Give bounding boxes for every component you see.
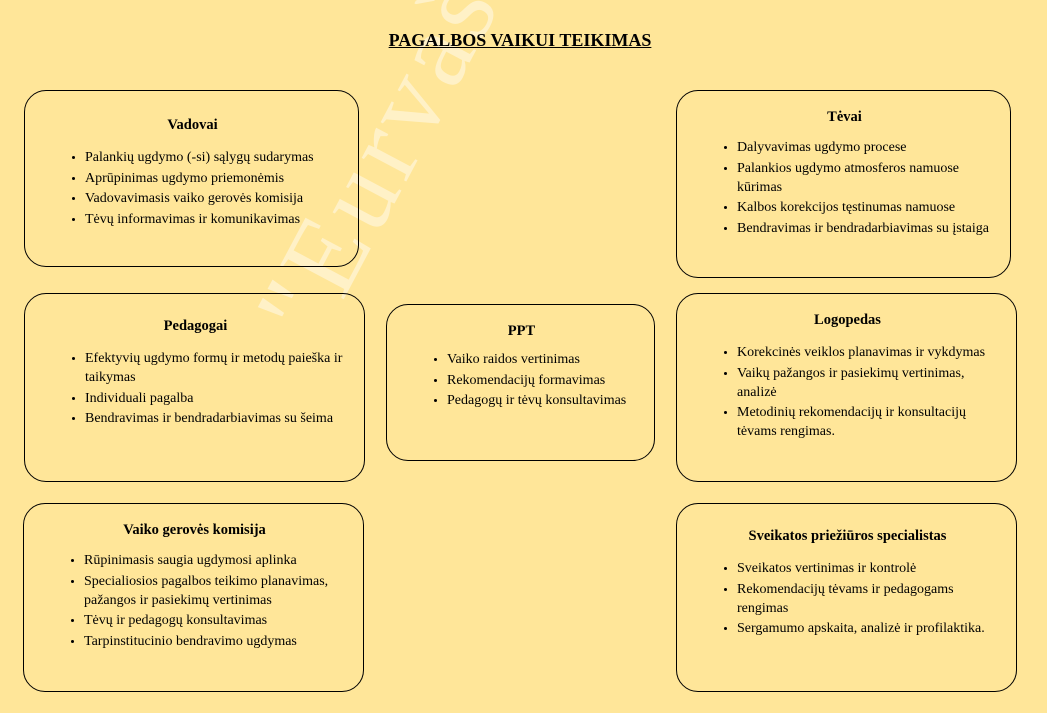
list-item: Tėvų ir pedagogų konsultavimas <box>84 611 345 630</box>
list-pedagogai: Efektyvių ugdymo formų ir metodų paieška… <box>59 349 346 428</box>
box-pedagogai: Pedagogai Efektyvių ugdymo formų ir meto… <box>24 293 365 482</box>
box-vaiko-geroves-komisija: Vaiko gerovės komisija Rūpinimasis saugi… <box>23 503 364 692</box>
list-item: Sergamumo apskaita, analizė ir profilakt… <box>737 619 998 638</box>
list-item: Palankios ugdymo atmosferos namuose kūri… <box>737 159 992 197</box>
list-item: Bendravimas ir bendradarbiavimas su šeim… <box>85 409 346 428</box>
list-item: Individuali pagalba <box>85 389 346 408</box>
list-tevai: Dalyvavimas ugdymo procese Palankios ugd… <box>711 138 992 238</box>
list-item: Specialiosios pagalbos teikimo planavima… <box>84 572 345 610</box>
list-ppt: Vaiko raidos vertinimas Rekomendacijų fo… <box>421 350 636 410</box>
list-item: Vaikų pažangos ir pasiekimų vertinimas, … <box>737 364 998 402</box>
list-item: Palankių ugdymo (-si) sąlygų sudarymas <box>85 148 340 167</box>
list-item: Bendravimas ir bendradarbiavimas su įsta… <box>737 219 992 238</box>
list-item: Tarpinstitucinio bendravimo ugdymas <box>84 632 345 651</box>
box-title-pedagogai: Pedagogai <box>163 318 228 334</box>
list-item: Kalbos korekcijos tęstinumas namuose <box>737 198 992 217</box>
list-item: Rekomendacijų formavimas <box>447 371 636 390</box>
list-item: Metodinių rekomendacijų ir konsultacijų … <box>737 403 998 441</box>
list-item: Pedagogų ir tėvų konsultavimas <box>447 391 636 410</box>
box-ppt: PPT Vaiko raidos vertinimas Rekomendacij… <box>386 304 655 461</box>
list-item: Tėvų informavimas ir komunikavimas <box>85 210 340 229</box>
page-title: PAGALBOS VAIKUI TEIKIMAS <box>388 30 652 50</box>
list-item: Vaiko raidos vertinimas <box>447 350 636 369</box>
list-sveikatos-prieziuros-specialistas: Sveikatos vertinimas ir kontrolė Rekomen… <box>711 559 998 638</box>
list-item: Dalyvavimas ugdymo procese <box>737 138 992 157</box>
box-vadovai: Vadovai Palankių ugdymo (-si) sąlygų sud… <box>24 90 359 267</box>
box-title-ppt: PPT <box>507 323 536 339</box>
box-title-logopedas: Logopedas <box>814 312 881 328</box>
box-title-tevai: Tėvai <box>827 109 862 125</box>
box-tevai: Tėvai Dalyvavimas ugdymo procese Palanki… <box>676 90 1011 278</box>
list-item: Rūpinimasis saugia ugdymosi aplinka <box>84 551 345 570</box>
list-item: Aprūpinimas ugdymo priemonėmis <box>85 169 340 188</box>
list-item: Vadovavimasis vaiko gerovės komisija <box>85 189 340 208</box>
list-logopedas: Korekcinės veiklos planavimas ir vykdyma… <box>711 343 998 441</box>
list-item: Korekcinės veiklos planavimas ir vykdyma… <box>737 343 998 362</box>
list-item: Efektyvių ugdymo formų ir metodų paieška… <box>85 349 346 387</box>
list-vadovai: Palankių ugdymo (-si) sąlygų sudarymas A… <box>59 148 340 229</box>
box-title-vadovai: Vadovai <box>167 117 218 133</box>
box-title-sveikatos-prieziuros-specialistas: Sveikatos priežiūros specialistas <box>748 528 947 544</box>
list-vaiko-geroves-komisija: Rūpinimasis saugia ugdymosi aplinka Spec… <box>58 551 345 651</box>
box-title-vaiko-geroves-komisija: Vaiko gerovės komisija <box>123 522 266 538</box>
box-sveikatos-prieziuros-specialistas: Sveikatos priežiūros specialistas Sveika… <box>676 503 1017 692</box>
list-item: Sveikatos vertinimas ir kontrolė <box>737 559 998 578</box>
box-logopedas: Logopedas Korekcinės veiklos planavimas … <box>676 293 1017 482</box>
list-item: Rekomendacijų tėvams ir pedagogams rengi… <box>737 580 998 618</box>
